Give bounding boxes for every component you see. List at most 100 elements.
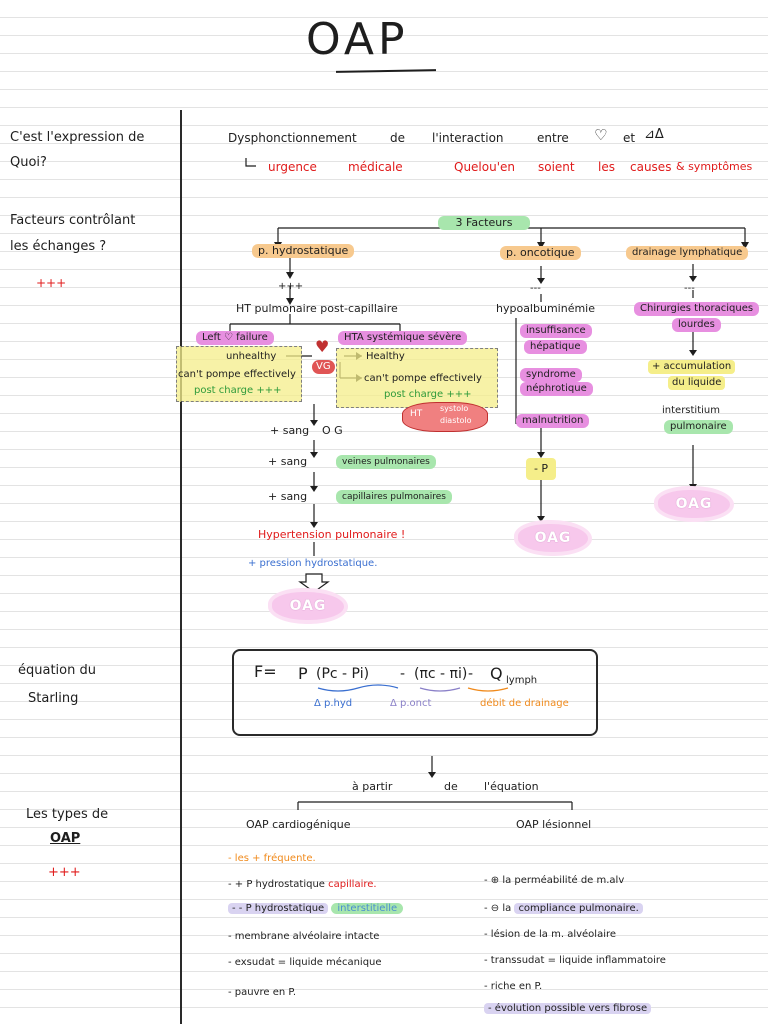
types-subtitle-2: de [444,780,458,793]
lesion-item-6: - évolution possible vers fibrose [484,1002,652,1016]
right-box-line3: post charge +++ [384,389,472,400]
hydro-step-1-text: + sang [270,424,310,437]
fluid-accumulation-line2: du liquide [668,376,726,390]
fluid-accumulation-line1: + accumulation [648,360,736,374]
formula-lymph-subscript: lymph [506,675,538,686]
onco-item-2b: néphrotique [520,382,593,396]
starling-formula-box [232,649,598,736]
onco-item-3: malnutrition [516,414,590,428]
hydrostatic-cause: HT pulmonaire post-capillaire [236,302,398,315]
hydro-step-3-target: capillaires pulmonaires [336,490,452,504]
lesion-item-3: - lésion de la m. alvéolaire [484,929,617,940]
definition-word-4: entre [537,131,569,145]
formula-label-hyd: Δ p.hyd [314,698,353,709]
oncotic-mark: --- [530,283,541,294]
definition-urgence-1: urgence [268,160,317,174]
lesion-item-4: - transsudat = liquide inflammatoire [484,955,666,966]
ht-cloud [402,402,488,432]
formula-minus: - [400,666,406,682]
hydro-step-3-text: + sang [268,490,308,503]
cardio-item-6: - pauvre en P. [228,987,297,998]
oag-bubble-onco: OAG [518,524,588,552]
hydro-step-1-target: O G [322,424,343,437]
question-definition-line1: C'est l'expression de [10,130,145,145]
definition-word-5: et [623,131,636,145]
types-subtitle-1: à partir [352,780,393,793]
formula-minus2: - [468,666,474,682]
left-box-line3: post charge +++ [194,385,282,396]
hydro-step-2-target: veines pulmonaires [336,455,436,469]
hydro-step-2-text: + sang [268,455,308,468]
left-box-line1: unhealthy [226,351,277,362]
ht-cloud-systolo: systolo [440,404,469,413]
vg-label: VG [312,360,335,374]
formula-f: F= [254,662,277,681]
cardio-item-2: - + P hydrostatique capillaire. [228,879,377,890]
question-starling-line2: Starling [28,691,79,706]
lymphatic-mark: --- [684,283,695,294]
hypoalbuminemia: hypoalbuminémie [496,302,595,315]
definition-urgence-3: Quelou'en [454,160,516,174]
formula-label-drain: débit de drainage [480,698,569,709]
three-factors-header: 3 Facteurs [438,216,530,230]
lymphatic-drainage-label: drainage lymphatique [626,246,749,260]
formula-label-onct: Δ p.onct [390,698,432,709]
question-definition-line2: Quoi? [10,155,47,170]
lesion-item-2: - ⊖ la compliance pulmonaire. [484,902,643,916]
page-title: OAP [306,14,409,65]
definition-word-1: Dysphonctionnement [228,131,357,145]
question-types-line2: OAP [50,831,81,846]
types-importance-mark: +++ [48,865,81,880]
definition-urgence-2: médicale [348,160,403,174]
oag-bubble-hydro: OAG [272,592,344,620]
hydrostatic-pressure-label: p. hydrostatique [252,244,355,258]
lesion-item-1: - ⊕ la perméabilité de m.alv [484,875,625,886]
onco-minus-p: - P [526,458,556,480]
ht-cloud-diastolo: diastolo [440,416,472,425]
definition-word-3: l'interaction [432,131,504,145]
ht-cloud-label: HT [410,409,423,419]
definition-urgence-4: soient [538,160,575,174]
formula-term2: (πc - πi) [414,666,468,682]
cardio-item-5: - exsudat = liquide mécanique [228,957,382,968]
cardiogenic-title: OAP cardiogénique [246,818,351,831]
margin-line [180,110,182,1024]
definition-urgence-5: les [598,160,615,174]
oncotic-pressure-label: p. oncotique [500,246,581,260]
oag-bubble-lymph: OAG [658,490,730,518]
left-box-line2: can't pompe effectively [178,369,296,380]
definition-urgence-6: causes [630,160,672,174]
hydrostatic-mark: +++ [278,281,304,292]
question-factors-line2: les échanges ? [10,239,107,254]
thoracic-surgery-line2: lourdes [672,318,721,332]
hta-box [336,348,498,408]
definition-urgence-7: & symptômes [676,160,753,173]
right-box-line1: Healthy [366,351,405,362]
delta-icon: ⊿Δ [644,127,664,142]
interstitium-line1: interstitium [662,405,720,416]
formula-p: P [298,664,308,683]
factors-importance-mark: +++ [36,276,67,290]
formula-term1: (Pc - Pi) [316,666,370,682]
right-box-line2: can't pompe effectively [364,373,482,384]
definition-word-2: de [390,131,405,145]
pulmonary-hypertension: Hypertension pulmonaire ! [258,528,406,541]
types-subtitle-3: l'équation [484,780,539,793]
formula-q: Q [490,664,503,683]
cardio-item-1: - les + fréquente. [228,853,316,864]
question-starling-line1: équation du [18,663,96,678]
cardio-item-3: - - P hydrostatique interstitielle [228,902,404,916]
left-failure-box [176,346,302,402]
onco-item-1b: hépatique [524,340,587,354]
severe-hta-pill: HTA systémique sévère [338,331,468,345]
question-types-line1: Les types de [26,807,109,822]
lesion-item-5: - riche en P. [484,981,543,992]
thoracic-surgery-line1: Chirurgies thoraciques [634,302,760,316]
hydrostatic-pressure-increase: + pression hydrostatique. [248,558,378,569]
onco-item-1a: insuffisance [520,324,592,338]
question-factors-line1: Facteurs contrôlant [10,213,136,228]
onco-item-2a: syndrome [520,368,582,382]
left-heart-failure-pill: Left ♡ failure [196,331,274,345]
